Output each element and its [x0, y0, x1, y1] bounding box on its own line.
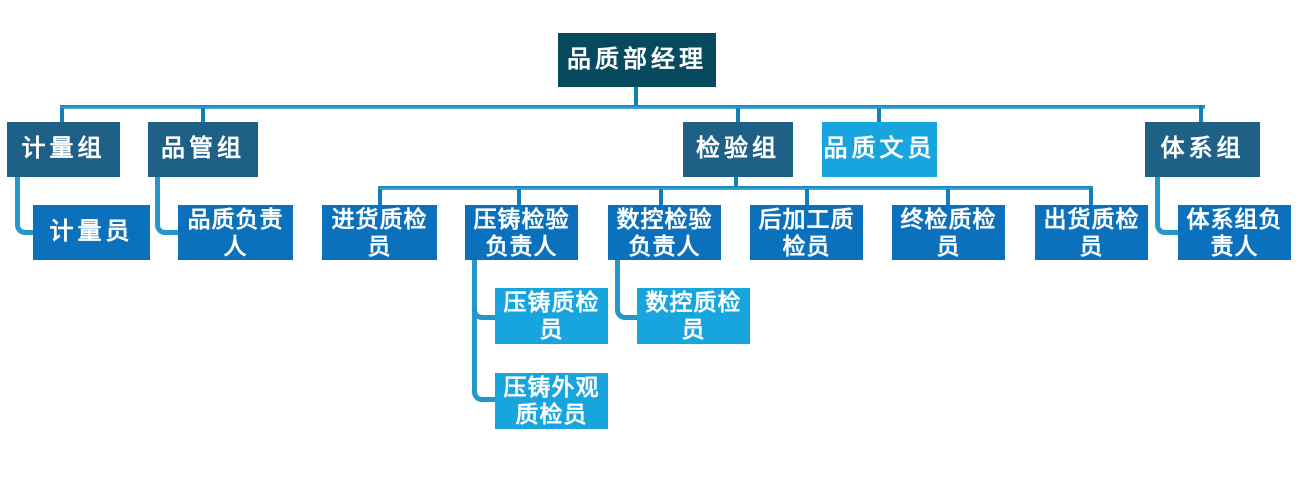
node-label: 体系组 [1160, 136, 1245, 162]
node-diecasting-inspection-lead[interactable]: 压铸检验 负责人 [465, 205, 578, 260]
connector-stub-clerk [877, 108, 881, 123]
connector-stub-metrology [60, 108, 64, 123]
node-label: 压铸外观 质检员 [503, 375, 600, 427]
node-quality-control-group[interactable]: 品管组 [148, 122, 258, 177]
node-label: 计量组 [21, 136, 106, 162]
node-quality-clerk[interactable]: 品质文员 [822, 122, 937, 177]
node-label: 品质负责 人 [187, 206, 284, 259]
node-post-processing-inspector[interactable]: 后加工质 检员 [750, 205, 863, 260]
connector-stub-qc [201, 108, 205, 123]
node-label: 进货质检 员 [331, 206, 428, 259]
node-label: 品质部经理 [567, 46, 707, 73]
node-label: 数控质检 员 [645, 290, 742, 342]
node-system-group[interactable]: 体系组 [1145, 122, 1260, 177]
connector-elbow-cnc-inspector [615, 260, 637, 320]
connector-stub-system [1199, 106, 1203, 123]
connector-elbow-diecast-appearance [472, 260, 495, 402]
connector-elbow-system-lead [1155, 177, 1178, 235]
node-quality-dept-manager[interactable]: 品质部经理 [558, 33, 716, 87]
node-cnc-inspector[interactable]: 数控质检 员 [637, 288, 750, 344]
connector-stub-shipping [1089, 188, 1093, 205]
node-label: 出货质检 员 [1043, 206, 1140, 259]
connector-level1-bus [60, 105, 1205, 109]
node-incoming-inspector[interactable]: 进货质检 员 [322, 205, 437, 260]
node-shipping-inspector[interactable]: 出货质检 员 [1035, 205, 1148, 260]
node-label: 体系组负 责人 [1186, 206, 1283, 259]
connector-stub-final [946, 189, 950, 205]
connector-elbow-quality-lead [155, 177, 178, 235]
node-final-inspector[interactable]: 终检质检 员 [892, 205, 1005, 260]
node-label: 计量员 [49, 219, 134, 245]
node-diecasting-appearance-inspector[interactable]: 压铸外观 质检员 [495, 373, 608, 429]
connector-root-drop [634, 86, 638, 106]
node-label: 品质文员 [823, 136, 936, 162]
connector-stub-postprocess [805, 189, 809, 205]
connector-stub-diecast-lead [517, 189, 521, 205]
node-metrology-member[interactable]: 计量员 [33, 205, 150, 260]
connector-elbow-metrology-member [15, 177, 33, 235]
node-cnc-inspection-lead[interactable]: 数控检验 负责人 [608, 205, 721, 260]
node-diecasting-inspector[interactable]: 压铸质检 员 [495, 288, 608, 344]
connector-inspection-drop [734, 176, 738, 187]
node-label: 品管组 [161, 136, 245, 162]
node-label: 检验组 [696, 136, 780, 162]
node-inspection-group[interactable]: 检验组 [683, 122, 793, 177]
node-system-group-lead[interactable]: 体系组负 责人 [1178, 205, 1291, 260]
node-label: 压铸质检 员 [503, 290, 600, 342]
connector-level2-bus [378, 186, 1093, 190]
connector-stub-inspection [736, 108, 740, 123]
node-metrology-group[interactable]: 计量组 [7, 122, 120, 177]
node-label: 终检质检 员 [900, 206, 997, 259]
node-label: 数控检验 负责人 [616, 206, 713, 259]
connector-stub-incoming [378, 189, 382, 205]
connector-stub-cnc-lead [659, 189, 663, 205]
node-label: 后加工质 检员 [758, 206, 855, 259]
node-label: 压铸检验 负责人 [473, 206, 570, 259]
node-quality-lead[interactable]: 品质负责 人 [178, 205, 293, 260]
